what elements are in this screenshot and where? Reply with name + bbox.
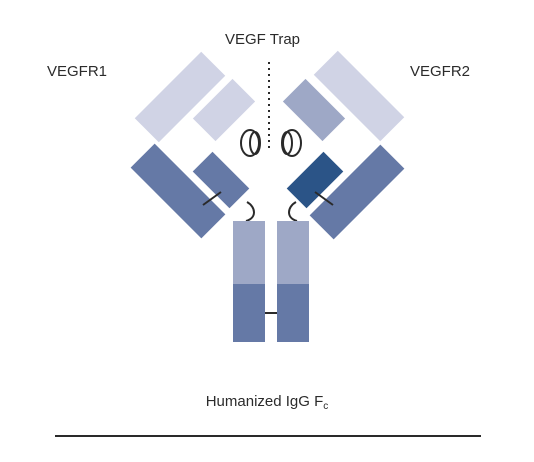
fc-left-lower-chain [233,284,265,342]
left-outer-lower-domain [130,143,226,239]
fc-right-lower-chain [277,284,309,342]
right-hinge-curve [288,201,298,222]
bottom-divider-line [55,435,481,437]
vegfr1-label: VEGFR1 [47,63,108,80]
fc-left-upper-chain [233,221,265,284]
left-hinge-curve [245,201,255,222]
right-domain-connector [314,191,334,206]
fc-right-upper-chain [277,221,309,284]
right-binding-loop-icon [281,129,302,157]
left-inner-upper-domain [192,78,256,142]
left-outer-upper-domain [134,51,226,143]
right-inner-upper-domain [282,78,346,142]
right-inner-lower-domain [286,151,344,209]
fc-subscript-text: c [323,401,329,412]
vegf-trap-label: VEGF Trap [225,31,301,48]
humanized-igg-f-text: Humanized IgG F [205,393,324,410]
right-outer-lower-domain [309,144,405,240]
left-domain-connector [202,191,222,206]
right-outer-upper-domain [313,50,405,142]
vegfr2-label: VEGFR2 [410,63,471,80]
humanized-igg-fc-label: Humanized IgG Fc [0,393,534,412]
left-binding-loop-icon [240,129,261,157]
left-inner-lower-domain [192,151,250,209]
